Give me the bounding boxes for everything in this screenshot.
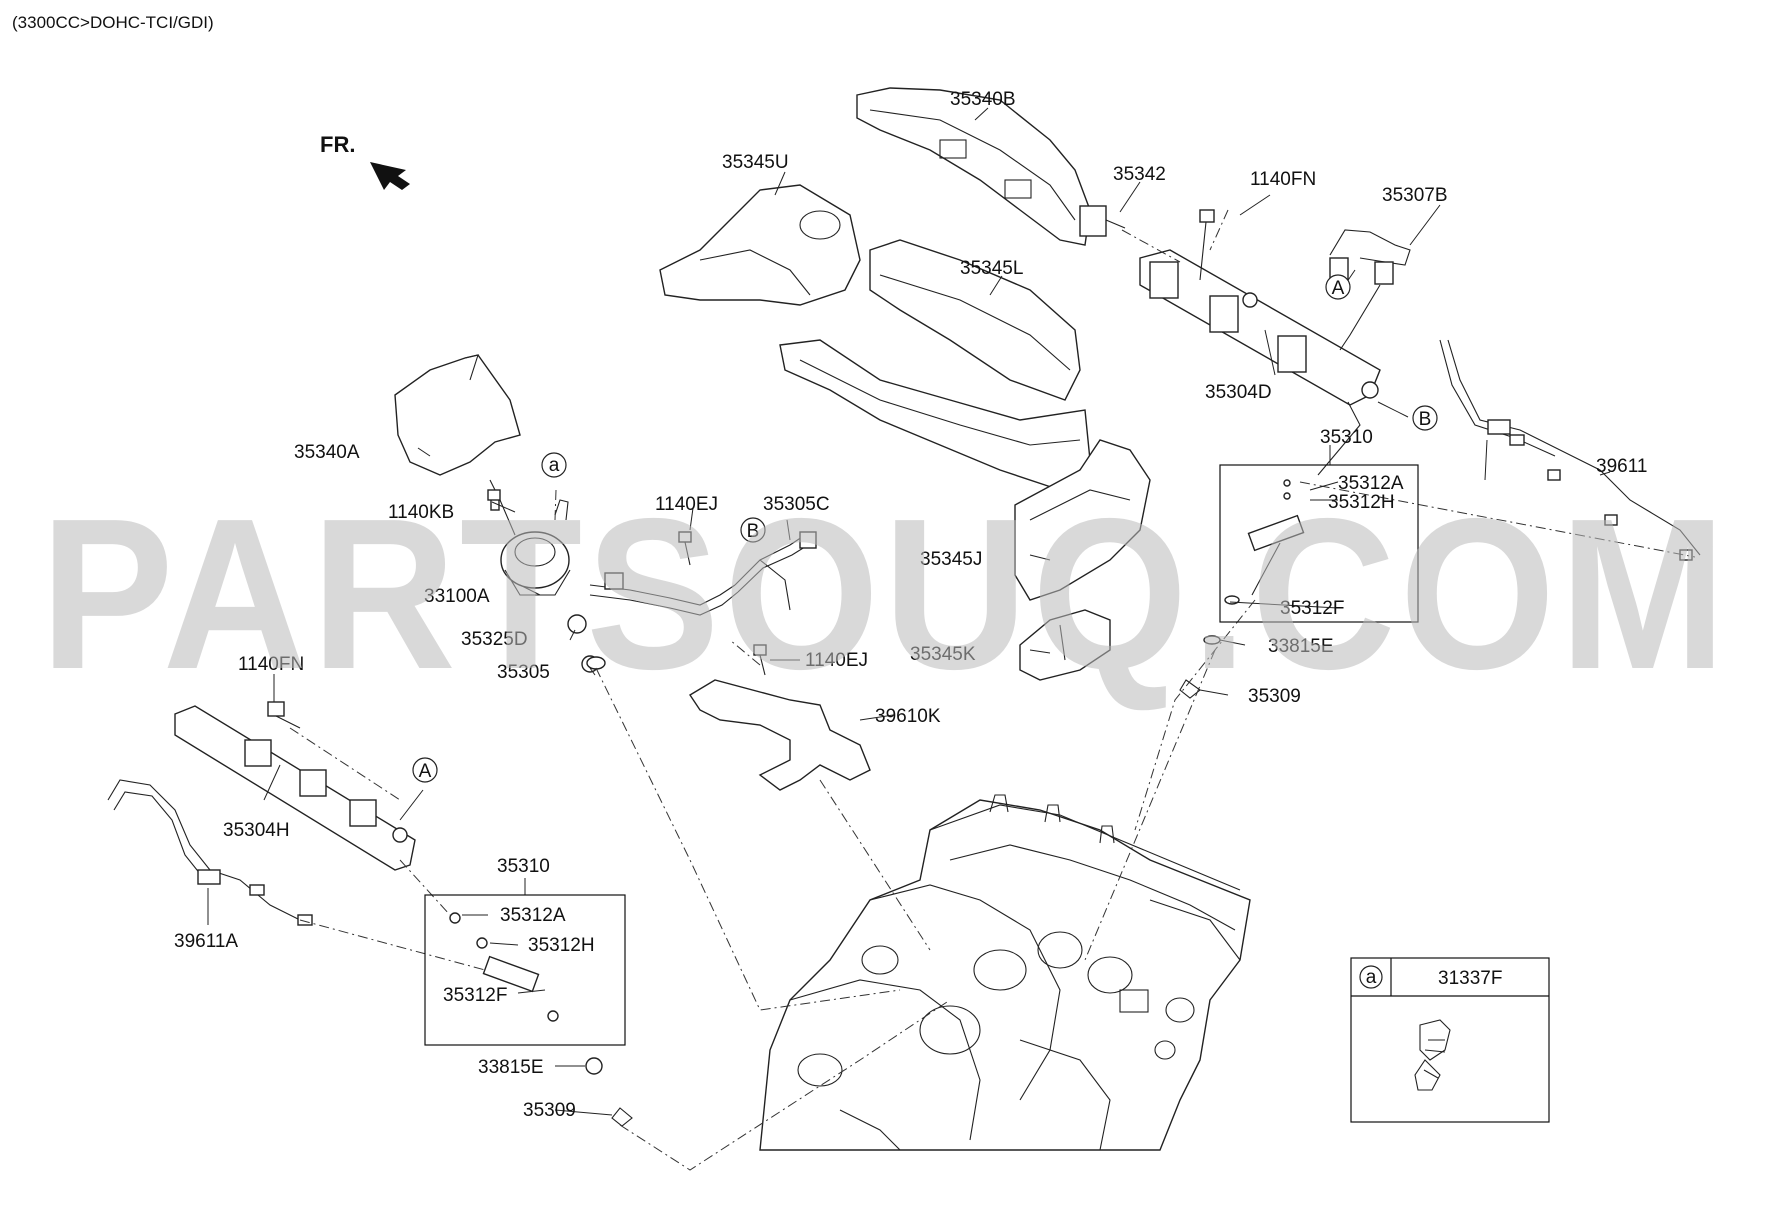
callout-a-pump: a (541, 452, 567, 478)
label-35307B: 35307B (1382, 185, 1448, 206)
callout-A-rail-right: A (1325, 274, 1351, 300)
callout-A-label-2: A (419, 761, 432, 782)
label-35310-left: 35310 (497, 856, 550, 877)
cover-35340B-drawing (856, 87, 1091, 246)
label-1140KB: 1140KB (388, 502, 454, 523)
fuel-line-35307B-drawing (1329, 229, 1411, 351)
label-33100A: 33100A (424, 586, 490, 607)
label-35304D: 35304D (1205, 382, 1272, 403)
label-35305: 35305 (497, 662, 550, 683)
cover-35345U-drawing (659, 184, 861, 306)
label-35345J: 35345J (920, 549, 982, 570)
bolt-1140EJ-b-drawing (753, 644, 767, 676)
bolt-1140FN-top-drawing (1199, 209, 1215, 281)
fuel-rail-35304D-drawing (1139, 249, 1381, 476)
injector-box-left (424, 880, 626, 1046)
clip-31337F-drawing (1414, 1019, 1451, 1091)
label-35345K: 35345K (910, 644, 976, 665)
front-direction-marker: FR. (320, 132, 410, 190)
bolt-1140FN-left-drawing (267, 701, 301, 729)
callout-B-label: B (747, 521, 760, 542)
legend-part-31337F: 31337F (1438, 968, 1502, 989)
label-35309-left: 35309 (523, 1100, 576, 1121)
label-39611: 39611 (1596, 456, 1647, 477)
bolt-1140KB-drawing (487, 489, 501, 501)
label-35312A-right: 35312A (1338, 473, 1404, 494)
callout-A-label: A (1332, 278, 1345, 299)
callout-B-label-2: B (1419, 409, 1432, 430)
callout-B-rail-right: B (1412, 405, 1438, 431)
fuel-hose-35305C-drawing (581, 531, 817, 673)
label-35304H: 35304H (223, 820, 290, 841)
label-39610K: 39610K (875, 706, 941, 727)
label-35312H-left: 35312H (528, 935, 595, 956)
callout-B-hose: B (740, 517, 766, 543)
label-35325D: 35325D (461, 629, 528, 650)
harness-39611A-drawing (107, 779, 313, 926)
label-35305C: 35305C (763, 494, 830, 515)
callout-a-label: a (549, 455, 560, 476)
legend-box: a 31337F (1350, 957, 1550, 1123)
label-35312F-right: 35312F (1280, 598, 1344, 619)
legend-callout-a: a (1366, 967, 1377, 988)
sensor-35342-drawing (1079, 205, 1126, 237)
front-label: FR. (320, 132, 355, 157)
cover-35345L-drawing (869, 239, 1081, 401)
injector-left-drawing (449, 912, 633, 1127)
part-labels: 35340B 35345U 35345L 35342 1140FN 35307B… (174, 89, 1647, 1121)
label-35340A: 35340A (294, 442, 360, 463)
label-35312H-right: 35312H (1328, 492, 1395, 513)
injector-box-right (1219, 445, 1419, 623)
engine-block-drawing (759, 794, 1251, 1151)
fuel-rail-35304H-drawing (174, 705, 416, 871)
label-33815E-left: 33815E (478, 1057, 544, 1078)
watermark-text: PARTSOUQ.COM (40, 473, 1730, 714)
label-35345U: 35345U (722, 152, 789, 173)
bolt-1140EJ-a-drawing (678, 531, 692, 566)
harness-39611-drawing (1439, 339, 1701, 561)
label-35340B: 35340B (950, 89, 1016, 110)
callout-A-rail-left: A (412, 757, 438, 783)
label-35342: 35342 (1113, 164, 1166, 185)
label-1140FN-top: 1140FN (1250, 169, 1316, 190)
assembly-lines (289, 209, 1696, 1171)
bracket-39610K-drawing (689, 679, 871, 791)
label-35310-right: 35310 (1320, 427, 1373, 448)
label-39611A: 39611A (174, 931, 238, 952)
bracket-35345K-drawing (1019, 609, 1111, 681)
label-35312F-left: 35312F (443, 985, 507, 1006)
cover-35340A-drawing (394, 354, 521, 476)
label-35309-right: 35309 (1248, 686, 1301, 707)
label-35312A-left: 35312A (500, 905, 566, 926)
front-arrow-icon (370, 162, 410, 190)
leader-lines (207, 107, 1611, 1116)
label-1140EJ-a: 1140EJ (655, 494, 718, 515)
label-33815E-right: 33815E (1268, 636, 1334, 657)
label-1140FN-left: 1140FN (238, 654, 304, 675)
label-35345L: 35345L (960, 258, 1023, 279)
label-1140EJ-b: 1140EJ (805, 650, 868, 671)
diagram-title: (3300CC>DOHC-TCI/GDI) (12, 13, 214, 32)
